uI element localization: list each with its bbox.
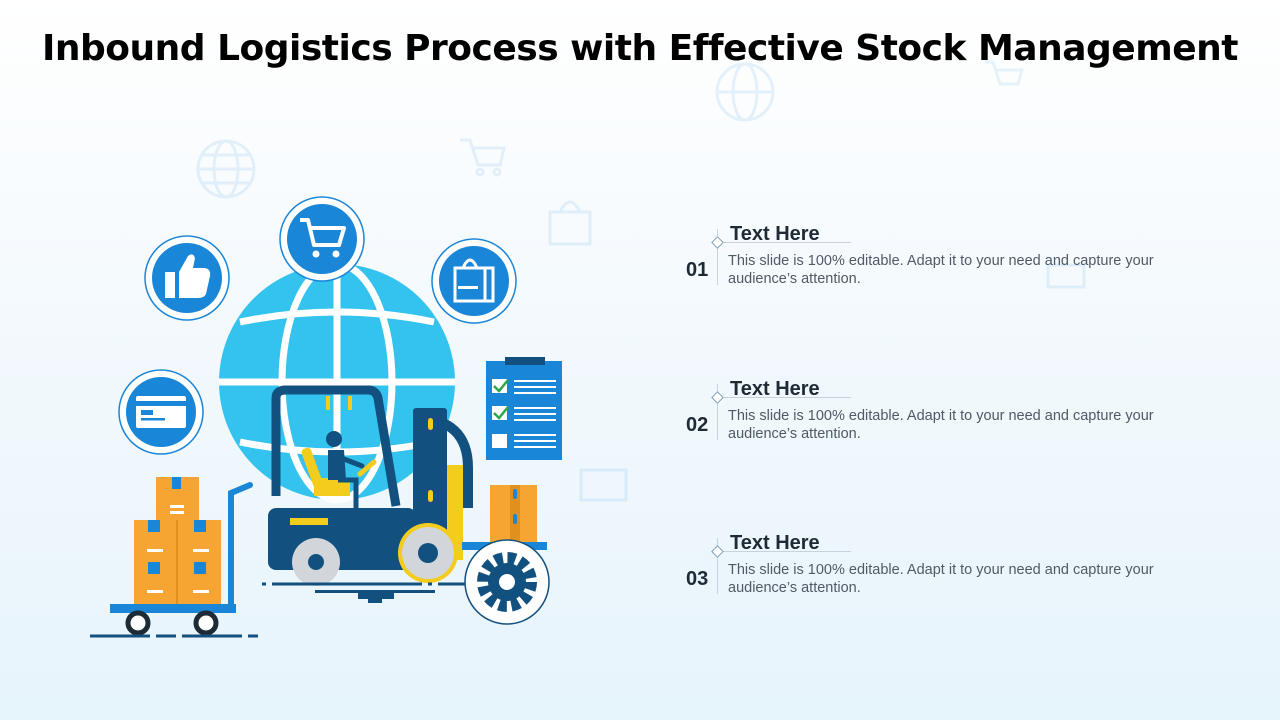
item-heading: Text Here (730, 223, 820, 245)
diamond-marker-icon (711, 236, 724, 249)
item-number: 03 (686, 568, 709, 590)
item-description: This slide is 100% editable. Adapt it to… (728, 562, 1154, 596)
shopping-cart-icon (279, 196, 365, 282)
item-divider-vertical (717, 229, 718, 285)
diamond-marker-icon (711, 391, 724, 404)
item-number: 02 (686, 414, 709, 436)
diamond-marker-icon (711, 545, 724, 558)
faint-bag-icon (548, 200, 592, 246)
boxes-icon (90, 477, 258, 638)
item-divider-horizontal (721, 397, 851, 398)
list-item: 02 Text Here This slide is 100% editable… (680, 378, 1180, 468)
item-heading: Text Here (730, 532, 820, 554)
faint-card-icon (579, 468, 628, 502)
background-watermark-icons (196, 60, 1086, 502)
gear-icon (464, 539, 550, 625)
faint-card-icon (1046, 263, 1086, 289)
item-divider-horizontal (721, 242, 851, 243)
faint-cart-icon (460, 138, 506, 177)
item-description: This slide is 100% editable. Adapt it to… (728, 253, 1154, 287)
list-item: 03 Text Here This slide is 100% editable… (680, 532, 1180, 622)
checklist-icon (486, 357, 562, 460)
shopping-bag-icon (431, 238, 517, 324)
faint-globe-icon (715, 62, 775, 122)
item-description: This slide is 100% editable. Adapt it to… (728, 408, 1154, 442)
faint-cart-icon (985, 60, 1024, 86)
forklift-icon (262, 385, 547, 603)
item-divider-vertical (717, 384, 718, 440)
item-heading: Text Here (730, 378, 820, 400)
item-divider-horizontal (721, 551, 851, 552)
thumbs-up-icon (144, 235, 230, 321)
list-item: 01 Text Here This slide is 100% editable… (680, 223, 1180, 313)
faint-globe-icon (196, 139, 256, 199)
item-divider-vertical (717, 538, 718, 594)
item-number: 01 (686, 259, 709, 281)
credit-card-icon (118, 369, 204, 455)
slide-title: Inbound Logistics Process with Effective… (42, 28, 1238, 69)
